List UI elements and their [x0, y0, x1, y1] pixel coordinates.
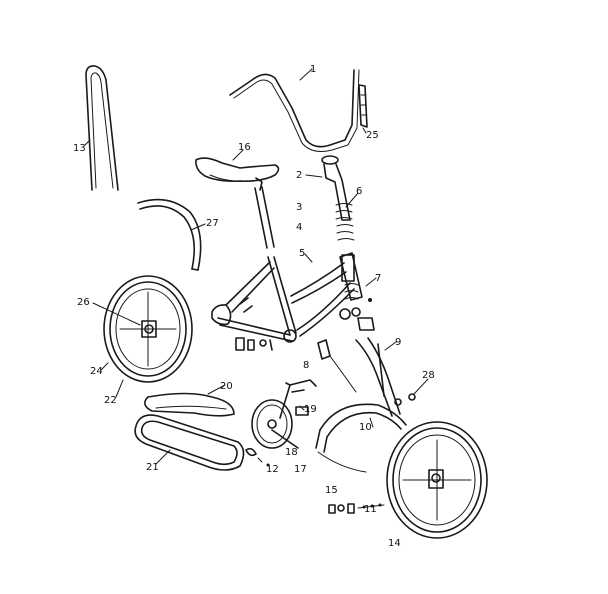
part-saddle [195, 157, 280, 182]
callout-5: 5 [299, 248, 305, 259]
leader-lines [84, 68, 429, 465]
part-chain-guard [144, 392, 235, 417]
part-rear-wheel [103, 275, 193, 383]
part-front-fender [315, 403, 407, 473]
callout-7: 7 [375, 273, 381, 284]
callout-15: 15 [325, 485, 338, 496]
part-rear-hardware [235, 337, 273, 351]
part-headset-bearings [339, 254, 372, 320]
callout-27: 27 [206, 218, 219, 229]
callout-16: 16 [238, 142, 251, 153]
callout-13: 13 [73, 143, 86, 154]
callout-6: 6 [356, 186, 362, 197]
part-front-fork [355, 317, 402, 417]
callout-19: 19 [304, 404, 317, 415]
part-front-wheel [386, 421, 488, 539]
callout-24: 24 [90, 366, 103, 377]
callout-28: 28 [422, 370, 435, 381]
callout-21: 21 [146, 462, 159, 473]
callout-22: 22 [104, 395, 117, 406]
callout-25: 25 [366, 130, 379, 141]
callout-12: 12 [266, 464, 279, 475]
part-grip [358, 84, 368, 128]
callouts: 1 2 3 4 5 6 7 8 9 10 11 12 13 14 15 16 1… [73, 64, 435, 549]
part-stem [321, 155, 351, 221]
callout-20: 20 [220, 381, 233, 392]
callout-17: 17 [294, 464, 307, 475]
callout-10: 10 [359, 422, 372, 433]
part-bottom-bracket [245, 447, 270, 467]
callout-3: 3 [296, 202, 302, 213]
part-sissy-bar [85, 65, 119, 191]
callout-26: 26 [77, 297, 90, 308]
part-rear-fender [137, 198, 202, 271]
callout-18: 18 [285, 447, 298, 458]
part-frame [211, 252, 363, 343]
callout-14: 14 [388, 538, 401, 549]
part-handlebar [229, 69, 360, 152]
callout-2: 2 [296, 170, 302, 181]
callout-8: 8 [303, 360, 309, 371]
part-chain [134, 414, 245, 471]
callout-9: 9 [395, 337, 401, 348]
part-clamp [317, 339, 357, 393]
callout-4: 4 [296, 222, 302, 233]
callout-1: 1 [310, 64, 316, 75]
part-headset-stack [335, 203, 355, 241]
part-seat-post [254, 177, 275, 249]
callout-11: 11 [364, 504, 377, 515]
part-axle-nut [408, 393, 416, 401]
part-axle-hardware [328, 503, 385, 514]
part-crankset [251, 379, 317, 449]
